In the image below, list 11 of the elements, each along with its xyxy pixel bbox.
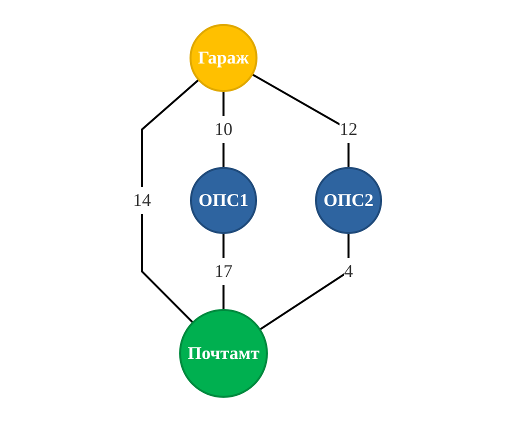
edge-label: 10 [214,118,233,139]
edge-label: 14 [133,190,152,210]
edge-label: 17 [214,260,233,281]
node-circle: ОПС1 [190,166,258,234]
node-circle: Почтамт [180,308,268,398]
edge-label: 4 [344,260,354,281]
node-circle: ОПС2 [316,166,383,234]
node-circle: Гараж [190,24,258,92]
connector [260,232,350,330]
edge-label: 12 [340,118,358,139]
connector [141,78,200,323]
